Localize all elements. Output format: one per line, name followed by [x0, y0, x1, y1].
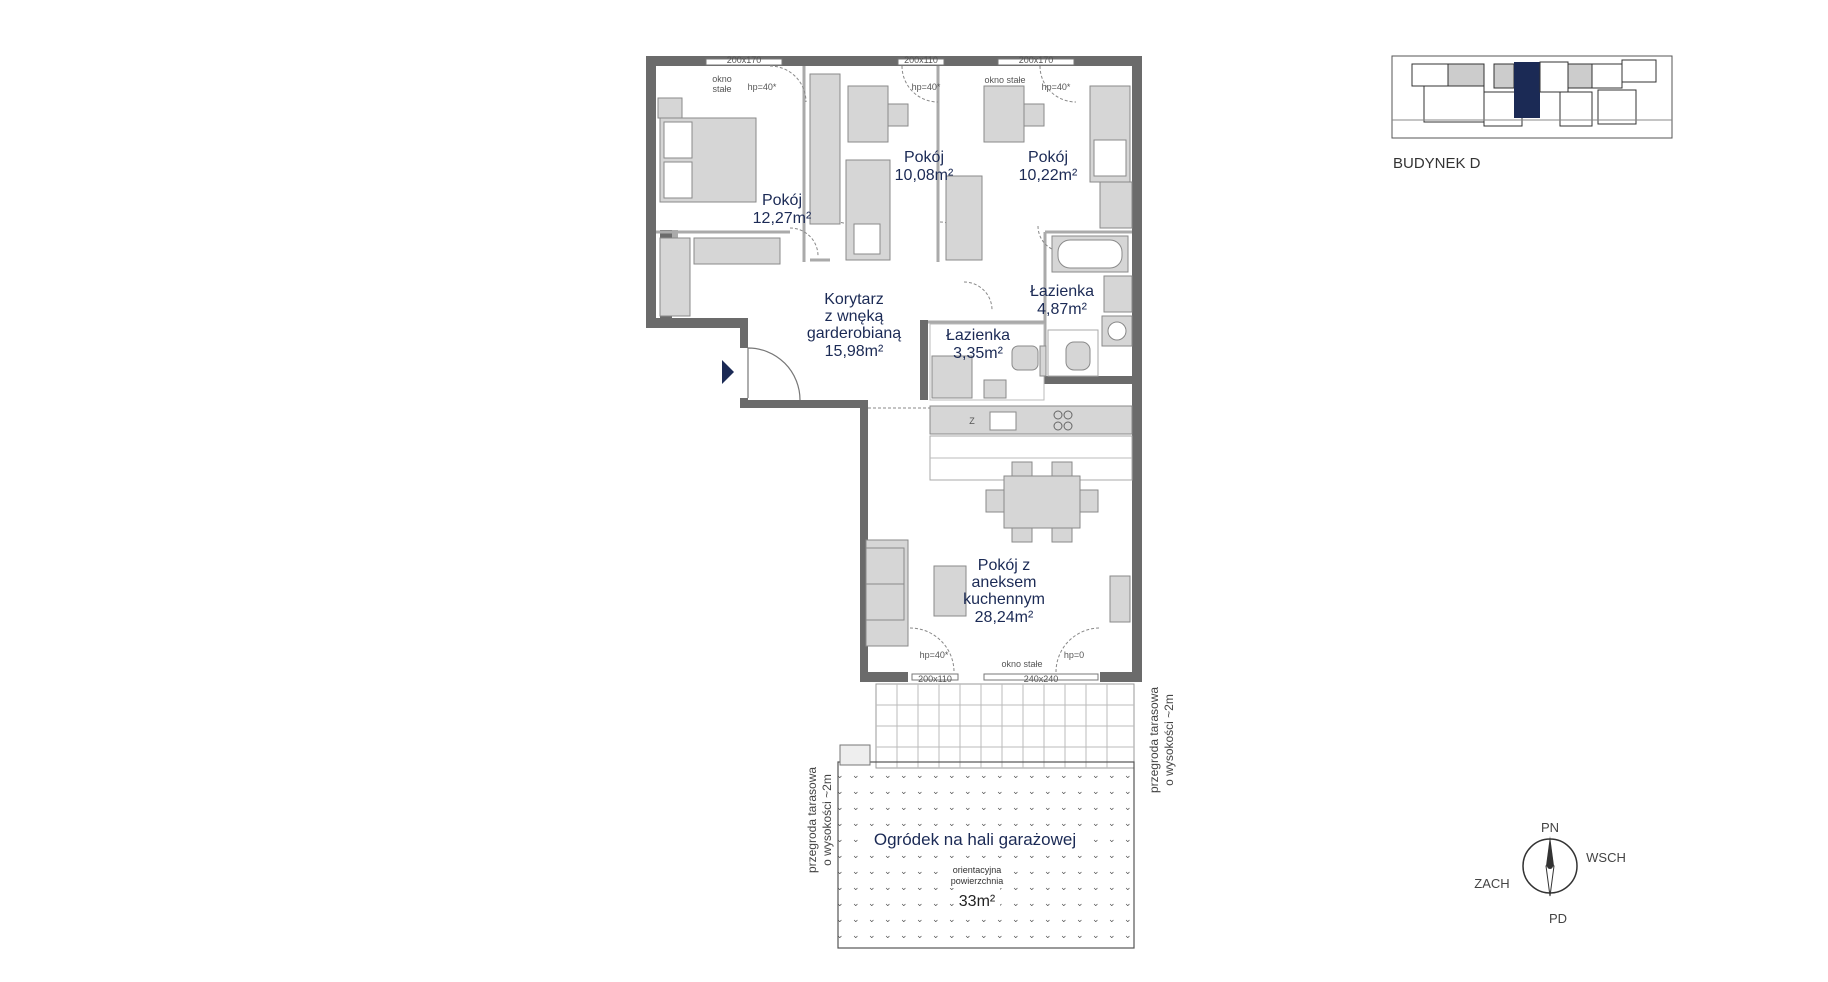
desk-1 [847, 85, 909, 143]
room-pokoj-1: Pokój 12,27m² [753, 192, 812, 227]
hp-label-3: hp=40* [1042, 82, 1071, 92]
room-salon: Pokój z aneksem kuchennym 28,24m² [963, 557, 1045, 626]
entrance-arrow-icon [722, 360, 734, 384]
room-area: 10,22m² [1019, 167, 1078, 184]
room-name: Pokój [1028, 149, 1068, 166]
room-name-line3: garderobianą [807, 325, 901, 342]
room-area: 33m² [959, 893, 996, 910]
building-label: BUDYNEK D [1393, 155, 1481, 172]
room-area: 15,98m² [825, 343, 884, 360]
sofa [865, 539, 909, 647]
room-ogrodek: Ogródek na hali garażowej orientacyjna p… [862, 826, 1088, 910]
room-name-line3: kuchennym [963, 591, 1045, 608]
barrier-line2: o wysokości ~2m [820, 774, 834, 866]
coffee-table [933, 565, 967, 617]
room-name: Łazienka [1030, 283, 1094, 300]
hp-label-4: hp=40* [920, 650, 949, 660]
room-korytarz: Korytarz z wnęką garderobianą 15,98m² [807, 291, 901, 360]
room-area: 12,27m² [753, 210, 812, 227]
dining-table [985, 461, 1099, 543]
barrier-line1: przegroda tarasowa [1147, 687, 1161, 793]
room-name: Pokój [904, 149, 944, 166]
compass-west: ZACH [1474, 876, 1509, 891]
barrier-line1: przegroda tarasowa [805, 767, 819, 873]
room-lazienka-1: Łazienka 4,87m² [1030, 283, 1094, 318]
window-dim-1: 200x170 [727, 55, 762, 65]
wardrobe-3 [945, 175, 983, 261]
hp-label-5: hp=0 [1064, 650, 1084, 660]
single-bed [1089, 85, 1133, 229]
room-area: 10,08m² [895, 167, 954, 184]
garden: ⌄ [837, 744, 1135, 949]
compass-north: PN [1541, 820, 1559, 835]
area-note-1: orientacyjna [953, 865, 1002, 875]
window-dim-2: 200x110 [904, 55, 938, 65]
compass-icon [1522, 836, 1578, 897]
room-area: 28,24m² [975, 609, 1034, 626]
room-name: Łazienka [946, 327, 1010, 344]
room-pokoj-3: Pokój 10,22m² [1019, 149, 1078, 184]
bathroom-1 [1047, 235, 1133, 377]
barrier-label-left: przegroda tarasowa o wysokości ~2m [805, 767, 834, 873]
entrance-door[interactable] [747, 347, 801, 401]
terrace [875, 683, 1135, 769]
compass-south: PD [1549, 911, 1567, 926]
okno-stale-1a: okno [712, 74, 732, 84]
hp-label-1: hp=40* [748, 82, 777, 92]
barrier-label-right: przegroda tarasowa o wysokości ~2m [1147, 687, 1176, 793]
desk-2 [983, 85, 1045, 143]
okno-stale-1b: stałe [712, 84, 731, 94]
selected-apartment [1514, 62, 1540, 118]
window-dim-5: 240x240 [1024, 674, 1059, 684]
room-name-line1: Pokój z [978, 557, 1030, 574]
room-name-line2: z wnęką [825, 308, 884, 325]
window-dim-3: 200x170 [1019, 55, 1054, 65]
room-pokoj-2: Pokój 10,08m² [895, 149, 954, 184]
room-name: Pokój [762, 192, 802, 209]
tv-unit [1109, 575, 1131, 623]
barrier-line2: o wysokości ~2m [1162, 694, 1176, 786]
okno-stale-3: okno stałe [1001, 659, 1042, 669]
okno-stale-2: okno stałe [984, 75, 1025, 85]
window-dim-4: 200x110 [918, 674, 952, 684]
room-name-line1: Korytarz [824, 291, 884, 308]
fridge-label: Z [969, 416, 975, 426]
room-area: 3,35m² [953, 345, 1003, 362]
double-bed [657, 97, 757, 203]
bathroom-2 [929, 323, 1047, 401]
windows [705, 58, 1099, 681]
compass-east: WSCH [1586, 850, 1626, 865]
room-area: 4,87m² [1037, 301, 1087, 318]
room-name-line2: aneksem [972, 574, 1037, 591]
hp-label-2: hp=40* [912, 82, 941, 92]
area-note-2: powierzchnia [951, 876, 1004, 886]
building-keyplan [1391, 55, 1673, 139]
room-lazienka-2: Łazienka 3,35m² [946, 327, 1010, 362]
wardrobe-4 [659, 237, 691, 317]
wardrobe-2 [809, 73, 891, 261]
room-name: Ogródek na hali garażowej [874, 830, 1076, 849]
wardrobe-1 [693, 237, 781, 265]
